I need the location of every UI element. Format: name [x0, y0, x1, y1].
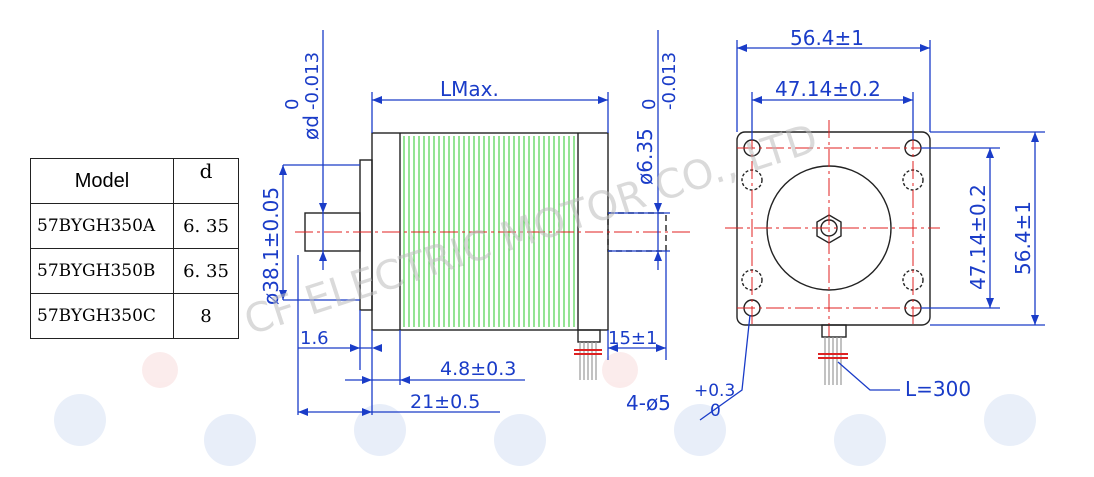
dim-flange-height: 56.4±1 — [1011, 201, 1035, 275]
dim-flat-length: 15±1 — [608, 328, 657, 349]
dim-shaft-635-tol: 0 — [639, 99, 660, 110]
dim-shaft-635-tol2: -0.013 — [659, 52, 680, 110]
dim-hole-pitch-h: 47.14±0.2 — [775, 77, 881, 101]
dim-holes-tol-plus: +0.3 — [694, 381, 735, 401]
dim-flange-width: 56.4±1 — [790, 26, 864, 50]
dim-pilot: ø38.1±0.05 — [259, 187, 283, 305]
dim-holes: 4-ø5 — [626, 391, 671, 415]
header-d: d — [173, 158, 239, 204]
front-view — [725, 120, 940, 385]
side-dimensions: LMax. ød 0 -0.013 ø38.1±0.05 ø6.35 0 -0.… — [259, 30, 680, 416]
dim-shaft-d: ød — [299, 115, 323, 140]
background-logo-pattern — [54, 352, 1036, 466]
dim-lead-length: L=300 — [905, 377, 971, 401]
table-row: 57BYGH350A 6. 35 — [30, 203, 239, 249]
model-cell: 57BYGH350A — [30, 203, 174, 249]
model-table: Model d 57BYGH350A 6. 35 57BYGH350B 6. 3… — [30, 158, 239, 339]
table-row: 57BYGH350C 8 — [30, 293, 239, 339]
side-view — [295, 132, 690, 380]
d-cell: 8 — [173, 293, 239, 339]
model-cell: 57BYGH350C — [30, 293, 174, 339]
dim-hole-pitch-v: 47.14±0.2 — [966, 184, 990, 290]
winding-fins — [403, 136, 575, 327]
front-dimensions: 56.4±1 47.14±0.2 56.4±1 47.14±0.2 4-ø5 +… — [626, 26, 1045, 421]
dim-lmax: LMax. — [440, 77, 499, 101]
dim-holes-tol-zero: 0 — [710, 401, 721, 421]
table-row: 57BYGH350B 6. 35 — [30, 248, 239, 294]
dim-4-8: 4.8±0.3 — [440, 358, 516, 380]
header-model: Model — [30, 158, 174, 204]
watermark: CF ELECTRIC MOTOR CO., LTD — [239, 116, 823, 345]
d-cell: 6. 35 — [173, 248, 239, 294]
dim-shaft-d-tol2: -0.013 — [302, 52, 323, 110]
dim-21: 21±0.5 — [410, 391, 480, 413]
dim-shaft-635: ø6.35 — [633, 128, 657, 185]
d-cell: 6. 35 — [173, 203, 239, 249]
dim-shaft-d-tol: 0 — [282, 99, 303, 110]
dim-1-6: 1.6 — [300, 328, 329, 349]
model-cell: 57BYGH350B — [30, 248, 174, 294]
